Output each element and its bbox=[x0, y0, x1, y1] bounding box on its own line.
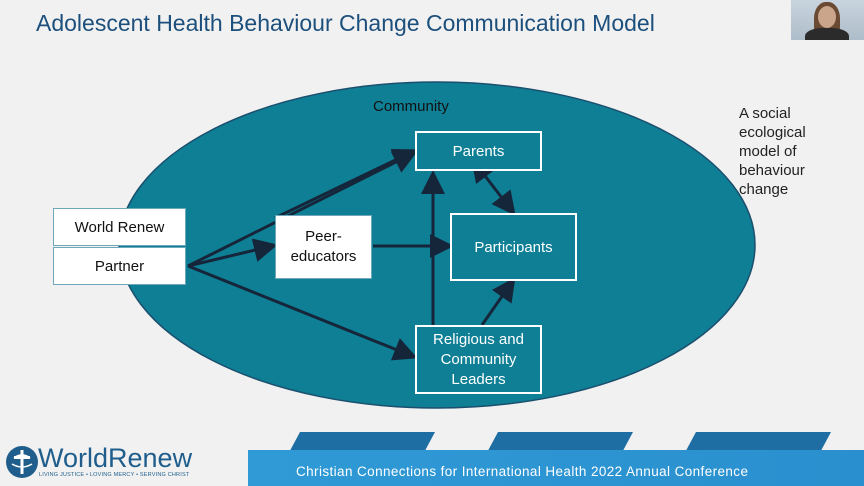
arrows bbox=[187, 149, 516, 361]
arrow-partner-to-peer-educators bbox=[187, 238, 278, 268]
node-peer-educators: Peer- educators bbox=[275, 215, 372, 279]
node-world-renew-label: World Renew bbox=[74, 218, 165, 236]
world-renew-globe-icon bbox=[6, 446, 38, 478]
presenter-face bbox=[818, 6, 836, 28]
node-world-renew: World Renew bbox=[53, 208, 186, 246]
footer-conference-text: Christian Connections for International … bbox=[296, 464, 749, 479]
node-religious-leaders-label: Religious and Community Leaders bbox=[433, 330, 524, 388]
community-label: Community bbox=[373, 98, 449, 115]
node-partner: Partner bbox=[53, 247, 186, 285]
node-participants: Participants bbox=[450, 213, 577, 281]
node-participants-label: Participants bbox=[474, 238, 553, 256]
world-renew-tagline: LIVING JUSTICE • LOVING MERCY • SERVING … bbox=[39, 472, 190, 478]
presenter-body bbox=[805, 28, 849, 40]
node-partner-label: Partner bbox=[94, 257, 145, 275]
footer-band bbox=[248, 450, 864, 486]
node-religious-leaders: Religious and Community Leaders bbox=[415, 325, 542, 394]
arrow-partner-to-religious-leaders bbox=[187, 264, 418, 361]
arrow-peer-educators-to-parents bbox=[274, 149, 418, 220]
node-parents: Parents bbox=[415, 131, 542, 171]
side-note: A social ecological model of behaviour c… bbox=[739, 105, 806, 198]
arrow-religious-leaders-to-participants bbox=[480, 277, 516, 326]
node-parents-label: Parents bbox=[452, 142, 505, 160]
presenter-video-thumbnail[interactable] bbox=[791, 0, 864, 40]
node-peer-educators-label: Peer- educators bbox=[290, 228, 357, 265]
arrow-parents-participants bbox=[471, 157, 516, 216]
arrow-partner-to-parents bbox=[187, 151, 418, 268]
world-renew-logo: WorldRenew bbox=[38, 443, 193, 473]
slide-title: Adolescent Health Behaviour Change Commu… bbox=[36, 10, 655, 36]
